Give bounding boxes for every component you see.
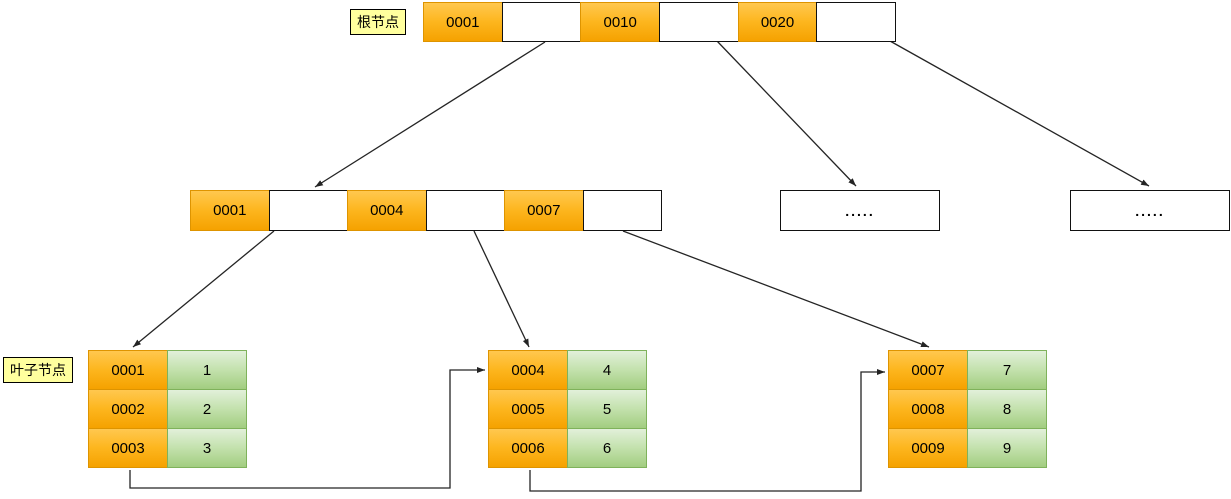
edge-internal-to-leaf-3 bbox=[622, 230, 930, 348]
leaf-key-cell: 0001 bbox=[88, 350, 168, 390]
internal-key-cell: 0004 bbox=[347, 190, 427, 231]
leaf-key-cell: 0005 bbox=[488, 389, 568, 429]
collapsed-node-1: ..... bbox=[780, 190, 940, 231]
leaf-node-label: 叶子节点 bbox=[3, 357, 73, 383]
root-pointer-cell bbox=[501, 2, 582, 42]
leaf-row: 0002 2 bbox=[88, 389, 248, 429]
internal-pointer-cell bbox=[425, 190, 505, 231]
root-node-label: 根节点 bbox=[350, 9, 406, 35]
leaf-key-cell: 0003 bbox=[88, 428, 168, 468]
leaf-key-cell: 0008 bbox=[888, 389, 968, 429]
leaf-value-cell: 2 bbox=[167, 389, 247, 429]
root-key-cell: 0001 bbox=[423, 2, 503, 42]
leaf-value-cell: 4 bbox=[567, 350, 647, 390]
leaf-key-cell: 0002 bbox=[88, 389, 168, 429]
leaf-value-cell: 8 bbox=[967, 389, 1047, 429]
leaf-row: 0007 7 bbox=[888, 350, 1048, 390]
leaf-row: 0001 1 bbox=[88, 350, 248, 390]
leaf-value-cell: 1 bbox=[167, 350, 247, 390]
edge-root-to-collapsed-node-1 bbox=[716, 40, 857, 187]
leaf-value-cell: 7 bbox=[967, 350, 1047, 390]
leaf-key-cell: 0004 bbox=[488, 350, 568, 390]
internal-pointer-cell bbox=[582, 190, 662, 231]
leaf-row: 0008 8 bbox=[888, 389, 1048, 429]
internal-key-cell: 0007 bbox=[504, 190, 584, 231]
root-key-cell: 0010 bbox=[580, 2, 661, 42]
leaf-value-cell: 5 bbox=[567, 389, 647, 429]
root-pointer-cell bbox=[816, 2, 897, 42]
edge-internal-to-leaf-2 bbox=[473, 230, 530, 348]
leaf-key-cell: 0007 bbox=[888, 350, 968, 390]
leaf-row: 0003 3 bbox=[88, 428, 248, 468]
edge-root-to-collapsed-node-2 bbox=[889, 40, 1150, 187]
collapsed-node-2: ..... bbox=[1070, 190, 1230, 231]
leaf-key-cell: 0009 bbox=[888, 428, 968, 468]
leaf-row: 0009 9 bbox=[888, 428, 1048, 468]
leaf-value-cell: 9 bbox=[967, 428, 1047, 468]
root-node: 0001 0010 0020 bbox=[423, 2, 897, 42]
root-key-cell: 0020 bbox=[737, 2, 818, 42]
leaf-key-cell: 0006 bbox=[488, 428, 568, 468]
leaf-node-2: 0004 4 0005 5 0006 6 bbox=[488, 350, 648, 468]
internal-pointer-cell bbox=[268, 190, 348, 231]
internal-key-cell: 0001 bbox=[190, 190, 270, 231]
leaf-row: 0004 4 bbox=[488, 350, 648, 390]
edge-leaf2-to-leaf3 bbox=[529, 369, 885, 492]
leaf-row: 0006 6 bbox=[488, 428, 648, 468]
leaf-node-3: 0007 7 0008 8 0009 9 bbox=[888, 350, 1048, 468]
leaf-row: 0005 5 bbox=[488, 389, 648, 429]
root-pointer-cell bbox=[659, 2, 739, 42]
edge-leaf1-to-leaf2 bbox=[129, 367, 485, 489]
edge-root-to-internal-node bbox=[314, 41, 546, 188]
edge-internal-to-leaf-1 bbox=[132, 230, 275, 348]
internal-node: 0001 0004 0007 bbox=[190, 190, 662, 231]
leaf-value-cell: 6 bbox=[567, 428, 647, 468]
leaf-value-cell: 3 bbox=[167, 428, 247, 468]
leaf-node-1: 0001 1 0002 2 0003 3 bbox=[88, 350, 248, 468]
